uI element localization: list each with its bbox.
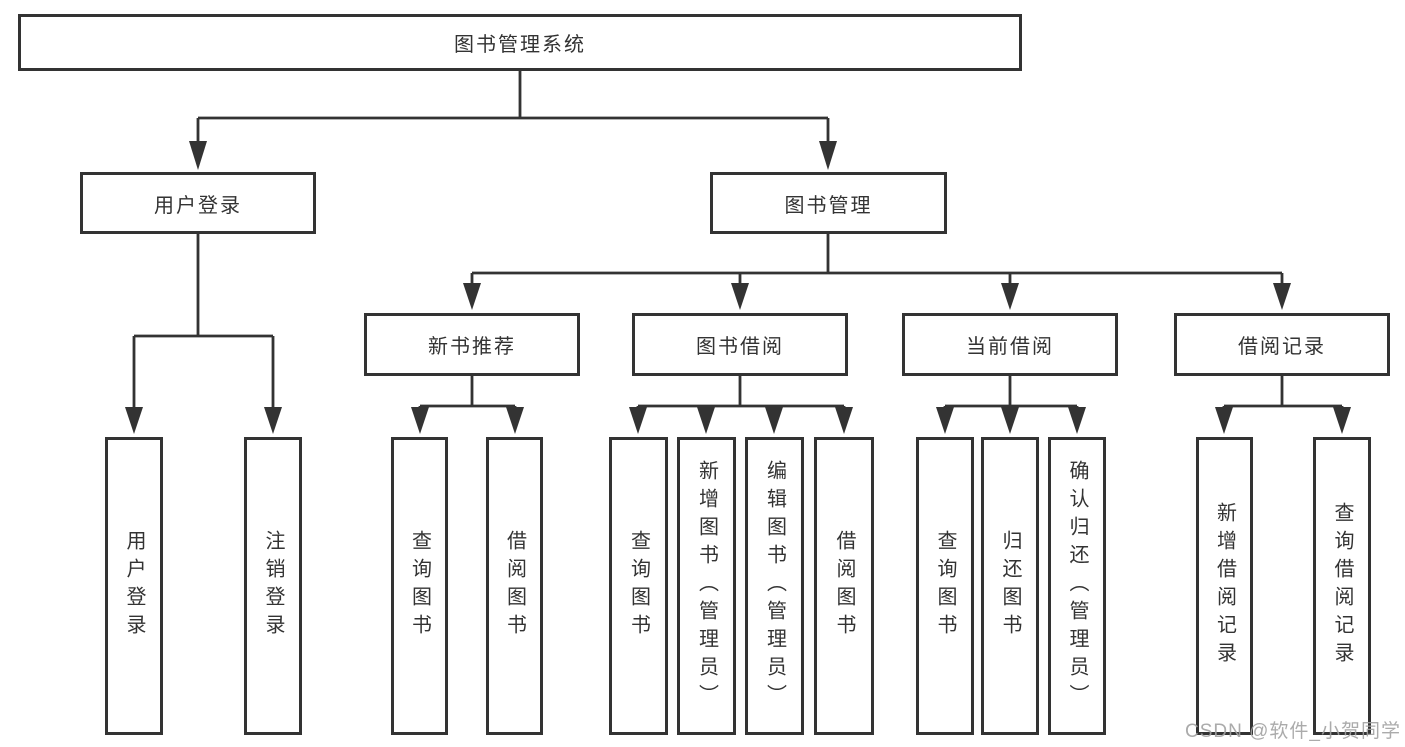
node-label: 当前借阅 <box>966 336 1054 358</box>
node-label: 借阅图书 <box>833 530 855 642</box>
arrowhead-icon <box>1001 407 1019 434</box>
arrowhead-icon <box>1001 283 1019 310</box>
node-current-borrowing: 当前借阅 <box>902 313 1118 376</box>
node-user-login: 用户登录 <box>80 172 316 234</box>
node-leaf-query-books-newbook: 查询图书 <box>391 437 448 735</box>
node-label: 用户登录 <box>154 194 242 217</box>
node-label: 查询借阅记录 <box>1331 502 1353 670</box>
node-book-management: 图书管理 <box>710 172 947 234</box>
node-label: 查询图书 <box>408 530 431 642</box>
node-new-book-recommend: 新书推荐 <box>364 313 580 376</box>
arrowhead-icon <box>936 407 954 434</box>
node-leaf-edit-books-admin: 编辑图书（管理员） <box>745 437 804 735</box>
arrowhead-icon <box>189 141 207 170</box>
node-leaf-user-login: 用户登录 <box>105 437 163 735</box>
node-label: 图书借阅 <box>696 336 784 358</box>
arrowhead-icon <box>411 407 429 434</box>
arrowhead-icon <box>125 407 143 434</box>
node-label: 图书管理 <box>784 194 873 217</box>
arrowhead-icon <box>264 407 282 434</box>
node-label: 图书管理系统 <box>454 34 586 56</box>
node-leaf-query-borrow-record: 查询借阅记录 <box>1313 437 1371 735</box>
arrowhead-icon <box>1273 283 1291 310</box>
arrowhead-icon <box>765 407 783 434</box>
node-label: 注销登录 <box>262 530 284 642</box>
watermark-text: CSDN @软件_小贺同学 <box>1185 721 1401 742</box>
node-label: 编辑图书（管理员） <box>763 460 786 712</box>
node-label: 确认归还（管理员） <box>1066 460 1088 712</box>
node-label: 用户登录 <box>123 530 145 642</box>
arrowhead-icon <box>463 283 481 310</box>
arrowhead-icon <box>835 407 853 434</box>
arrowhead-icon <box>1068 407 1086 434</box>
arrowhead-icon <box>731 283 749 310</box>
node-label: 借阅图书 <box>503 530 526 642</box>
node-leaf-query-books-borrowing: 查询图书 <box>609 437 668 735</box>
arrowhead-icon <box>506 407 524 434</box>
arrowhead-icon <box>697 407 715 434</box>
node-leaf-confirm-return-admin: 确认归还（管理员） <box>1048 437 1106 735</box>
node-leaf-logout: 注销登录 <box>244 437 302 735</box>
node-leaf-return-books: 归还图书 <box>981 437 1039 735</box>
node-leaf-borrow-books-newbook: 借阅图书 <box>486 437 543 735</box>
node-book-borrowing: 图书借阅 <box>632 313 848 376</box>
node-borrow-records: 借阅记录 <box>1174 313 1390 376</box>
node-label: 查询图书 <box>627 530 650 642</box>
node-label: 借阅记录 <box>1238 336 1326 358</box>
node-leaf-add-books-admin: 新增图书（管理员） <box>677 437 736 735</box>
arrowhead-icon <box>1215 407 1233 434</box>
node-label: 新书推荐 <box>428 336 516 358</box>
arrowhead-icon <box>1333 407 1351 434</box>
node-leaf-query-books-current: 查询图书 <box>916 437 974 735</box>
node-label: 归还图书 <box>999 530 1021 642</box>
arrowhead-icon <box>819 141 837 170</box>
node-root-library-system: 图书管理系统 <box>18 14 1022 71</box>
node-leaf-borrow-books-borrowing: 借阅图书 <box>814 437 874 735</box>
arrowhead-icon <box>629 407 647 434</box>
node-label: 新增借阅记录 <box>1213 502 1236 670</box>
node-label: 新增图书（管理员） <box>695 460 718 712</box>
node-label: 查询图书 <box>934 530 956 642</box>
node-leaf-add-borrow-record: 新增借阅记录 <box>1196 437 1253 735</box>
